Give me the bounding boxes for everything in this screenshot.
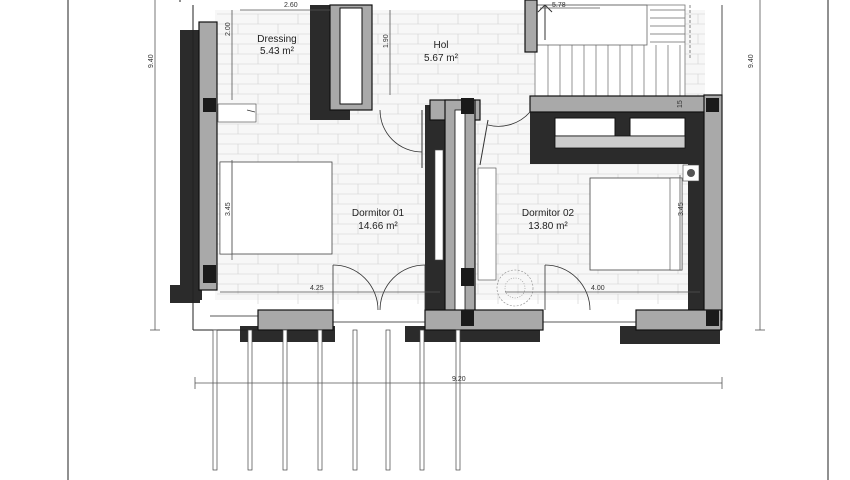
- plant: [496, 269, 534, 307]
- wall-west: [198, 21, 218, 291]
- drawing-frame: [67, 0, 829, 480]
- dim-wall-small: 15: [677, 100, 684, 108]
- door-dormitor-01-hol: [379, 109, 423, 153]
- room-name-dormitor-02: Dormitor 02: [522, 208, 575, 219]
- pergola-slat: [247, 329, 253, 471]
- dim-overall-width: 9.20: [452, 376, 466, 383]
- room-name-dressing: Dressing: [257, 34, 296, 45]
- room-area-hol: 5.67 m²: [424, 53, 459, 64]
- pergola-slat: [419, 329, 425, 471]
- dim-dorm2-height: 3.45: [678, 202, 685, 216]
- wall-south-right: [635, 309, 722, 331]
- desk: [217, 103, 257, 123]
- dim-overall-height-right: 9.40: [748, 54, 755, 68]
- wall-south-center: [424, 309, 544, 331]
- bed-dormitor-02: [589, 177, 683, 271]
- wardrobe: [434, 149, 444, 261]
- pergola-slat: [317, 329, 323, 471]
- room-name-hol: Hol: [433, 40, 448, 51]
- pergola-slat: [352, 329, 358, 471]
- pergola-slat: [385, 329, 391, 471]
- door-dormitor-02-hol: [487, 111, 531, 127]
- furniture: [217, 103, 700, 307]
- bed-dormitor-01: [219, 161, 333, 255]
- dim-stair-width: 5.78: [552, 2, 566, 9]
- wall-east: [703, 94, 723, 321]
- pergola: [212, 329, 461, 471]
- outline: [179, 0, 723, 331]
- staircase: [534, 4, 686, 98]
- room-name-dormitor-01: Dormitor 01: [352, 208, 405, 219]
- columns: [203, 98, 719, 326]
- doors: [246, 109, 591, 311]
- room-area-dressing: 5.43 m²: [260, 46, 295, 57]
- dim-overall-height-left: 9.40: [148, 54, 155, 68]
- wall-hol-south: [529, 95, 721, 113]
- dim-dorm2-width: 4.00: [591, 285, 605, 292]
- dim-dressing-width: 2.60: [284, 2, 298, 9]
- dim-dorm1-width: 4.25: [310, 285, 324, 292]
- dimension-lines: [150, 0, 765, 389]
- room-area-dormitor-02: 13.80 m²: [528, 221, 568, 232]
- dim-hol-height: 1.90: [383, 34, 390, 48]
- dim-dressing-height: 2.00: [225, 22, 232, 36]
- pergola-slat: [282, 329, 288, 471]
- wall-stair-west: [524, 0, 538, 53]
- wall-south-left: [257, 309, 334, 331]
- dim-dorm1-height: 3.45: [225, 202, 232, 216]
- pergola-slat: [455, 329, 461, 471]
- room-area-dormitor-01: 14.66 m²: [358, 221, 398, 232]
- pergola-slat: [212, 329, 218, 471]
